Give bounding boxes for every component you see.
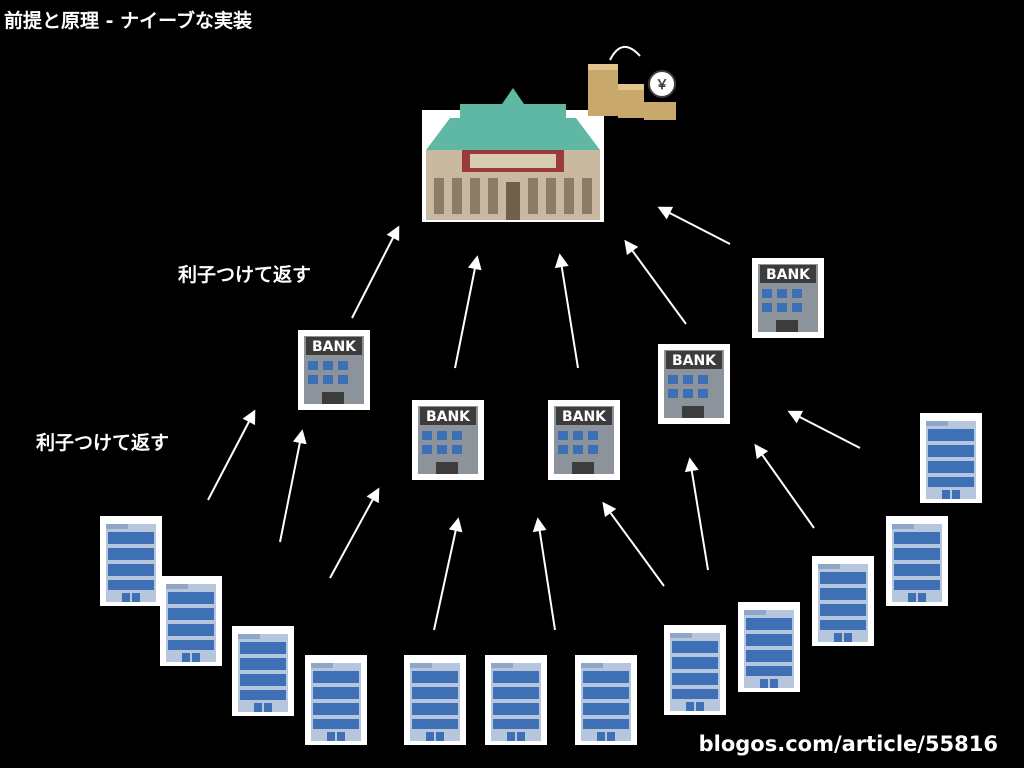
bank-building: BANK	[298, 330, 370, 410]
slide-title: 前提と原理 - ナイーブな実装	[4, 10, 252, 32]
company-office-icon	[886, 516, 948, 606]
arrow	[602, 501, 665, 587]
bank-sign: BANK	[562, 409, 607, 425]
bank-sign: BANK	[672, 353, 717, 369]
bank-sign: BANK	[312, 339, 357, 355]
money-stack-icon: ￥	[588, 46, 676, 120]
arrow	[454, 255, 482, 369]
arrow	[532, 517, 556, 631]
arrow	[754, 443, 815, 529]
repayment-arrows-to-central-bank	[351, 206, 731, 369]
arrow	[657, 206, 731, 245]
company-office-icon	[920, 413, 982, 503]
source-link: blogos.com/article/55816	[698, 732, 998, 756]
arrow	[279, 429, 307, 543]
interest-label-lower: 利子つけて返す	[36, 432, 170, 454]
bank-sign: BANK	[426, 409, 471, 425]
arrow	[351, 225, 400, 319]
bank-building: BANK	[752, 258, 824, 338]
company-office-icon	[232, 626, 294, 716]
arrow	[787, 410, 861, 449]
money-badge: ￥	[655, 78, 668, 93]
company-office-icon	[575, 655, 637, 745]
arrow	[624, 239, 687, 325]
company-office-icon	[664, 625, 726, 715]
company-office-icon	[812, 556, 874, 646]
company-office-icon	[485, 655, 547, 745]
company-office-icon	[738, 602, 800, 692]
arrow	[684, 457, 709, 571]
bank-building: BANK	[412, 400, 484, 480]
central-bank-building-icon	[422, 88, 604, 222]
arrow	[329, 487, 380, 579]
arrow	[433, 517, 463, 631]
bank-building: BANK	[658, 344, 730, 424]
bank-sign: BANK	[766, 267, 811, 283]
company-office-icon	[305, 655, 367, 745]
bank-building: BANK	[548, 400, 620, 480]
company-office-icon	[160, 576, 222, 666]
arrow	[554, 253, 579, 369]
company-office-icon	[404, 655, 466, 745]
company-office-icon	[100, 516, 162, 606]
repayment-arrows-to-banks	[207, 409, 861, 631]
arrow	[207, 409, 256, 501]
interest-label-upper: 利子つけて返す	[178, 264, 312, 286]
